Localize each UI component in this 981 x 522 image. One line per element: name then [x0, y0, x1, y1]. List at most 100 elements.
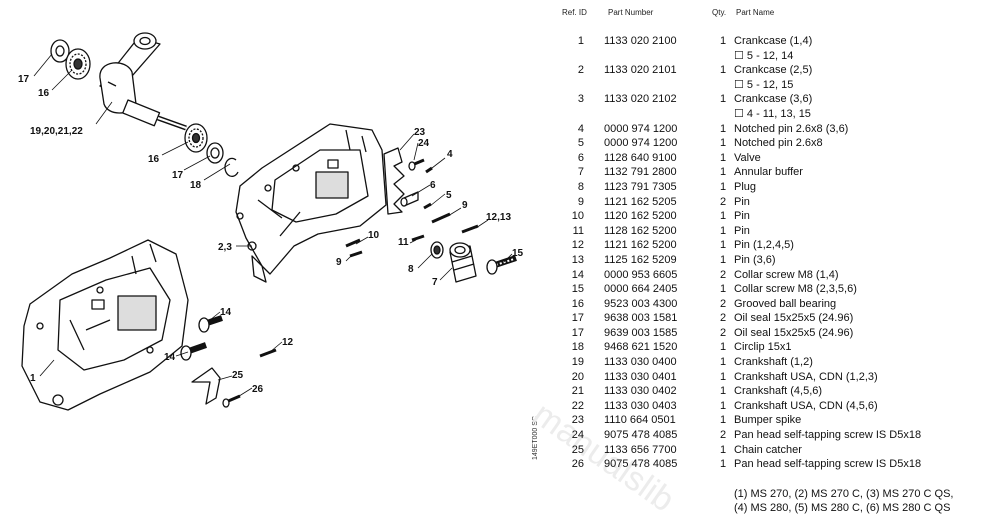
- callout-10: 10: [368, 230, 380, 241]
- part-name: Chain catcher: [734, 443, 802, 456]
- callout-17-lower: 17: [172, 170, 184, 181]
- pin-11-drawing: [411, 234, 425, 242]
- part-qty: 1: [719, 370, 727, 383]
- part-number: 1121 162 5200: [604, 239, 677, 252]
- part-number: 1128 162 5200: [604, 224, 677, 237]
- part-qty: 1: [719, 356, 727, 369]
- callout-16-top: 16: [38, 88, 50, 99]
- part-name: Oil seal 15x25x5 (24.96): [734, 326, 854, 339]
- part-qty: 2: [719, 312, 727, 325]
- callout-6: 6: [430, 180, 436, 191]
- callout-5: 5: [446, 190, 452, 201]
- footnote-line-2: (4) MS 280, (5) MS 280 C, (6) MS 280 C Q…: [734, 502, 951, 514]
- part-ref-id: 3: [577, 93, 584, 106]
- callout-24: 24: [418, 138, 430, 149]
- part-qty: 1: [719, 224, 727, 237]
- part-ref-id: 4: [577, 122, 584, 135]
- part-ref-id: 8: [577, 180, 584, 193]
- part-number: 9468 621 1520: [604, 341, 678, 354]
- callout-17-top: 17: [18, 74, 30, 85]
- part-number: 1110 664 0501: [604, 414, 676, 427]
- part-name: Annular buffer: [734, 166, 803, 179]
- part-name: Crankshaft (1,2): [734, 356, 813, 369]
- part-number: 0000 664 2405: [604, 283, 678, 296]
- part-qty: 1: [719, 122, 727, 135]
- part-number: 0000 953 6605: [604, 268, 678, 281]
- part-ref-id: 2: [577, 64, 584, 77]
- plug-drawing: [430, 241, 444, 259]
- ball-bearing-top-drawing: [65, 48, 91, 80]
- part-ref-id: 6: [577, 151, 584, 164]
- part-name: Circlip 15x1: [734, 341, 792, 354]
- part-ref-id: 26: [571, 458, 584, 471]
- figure-code: 149ET000 SC: [532, 416, 539, 460]
- part-qty: 2: [719, 268, 727, 281]
- callout-19-22: 19,20,21,22: [30, 126, 83, 137]
- part-ref-id: 16: [571, 297, 584, 310]
- part-qty: 1: [719, 414, 727, 427]
- part-name: Crankcase (2,5): [734, 64, 813, 77]
- part-qty: 2: [719, 429, 727, 442]
- part-qty: 1: [719, 93, 727, 106]
- part-qty: 2: [719, 195, 727, 208]
- part-ref-id: 23: [571, 414, 584, 427]
- part-name: Pan head self-tapping screw IS D5x18: [734, 429, 922, 442]
- part-number: 9639 003 1585: [604, 326, 678, 339]
- part-number: 9075 478 4085: [604, 458, 678, 471]
- part-name: Crankcase (1,4): [734, 35, 813, 47]
- callout-25: 25: [232, 370, 244, 381]
- parts-row-note: ☐ 5 - 12, 14: [556, 49, 976, 64]
- part-ref-id: 21: [571, 385, 584, 398]
- part-number: 1125 162 5209: [604, 253, 677, 266]
- part-name: Pin: [734, 195, 750, 208]
- part-ref-id: 18: [571, 341, 584, 354]
- part-number: 1133 030 0401: [604, 370, 677, 383]
- part-qty: 1: [719, 239, 727, 252]
- callout-15: 15: [512, 248, 524, 259]
- part-ref-id: 17: [571, 312, 584, 325]
- part-name: Pin: [734, 210, 750, 223]
- part-name: Pin (3,6): [734, 253, 776, 266]
- part-number: 9638 003 1581: [604, 312, 678, 325]
- part-qty: 1: [719, 253, 727, 266]
- part-qty: 1: [719, 341, 727, 354]
- leader-lines: [33, 53, 513, 399]
- part-ref-id: 15: [571, 283, 584, 296]
- pin-9-upper-drawing: [431, 212, 451, 224]
- crankshaft-drawing: [99, 32, 187, 131]
- callout-12-lower: 12: [282, 337, 294, 348]
- part-name: Pan head self-tapping screw IS D5x18: [734, 458, 922, 471]
- callout-4: 4: [447, 149, 453, 160]
- circlip-drawing: [224, 157, 239, 178]
- part-number: 0000 974 1200: [604, 122, 678, 135]
- callout-8: 8: [408, 264, 414, 275]
- part-ref-id: 19: [571, 356, 584, 369]
- footnote-line-1: (1) MS 270, (2) MS 270 C, (3) MS 270 C Q…: [734, 488, 954, 500]
- valve-drawing: [400, 191, 419, 207]
- callout-18: 18: [190, 180, 202, 191]
- parts-row-note: ☐ 4 - 11, 13, 15: [556, 107, 976, 122]
- part-number: 1120 162 5200: [604, 210, 677, 223]
- part-number: 0000 974 1200: [604, 137, 678, 150]
- part-number: 1121 162 5205: [604, 195, 677, 208]
- part-name: Valve: [734, 151, 761, 164]
- part-applicability-note: ☐ 5 - 12, 15: [734, 78, 794, 91]
- header-part-number: Part Number: [608, 8, 654, 17]
- part-name: Crankshaft USA, CDN (1,2,3): [734, 370, 878, 383]
- part-qty: 2: [719, 326, 727, 339]
- callout-2-3: 2,3: [218, 242, 232, 253]
- oil-seal-top-drawing: [50, 39, 70, 63]
- part-ref-id: 5: [577, 137, 584, 150]
- part-name: Pin (1,2,4,5): [734, 239, 794, 252]
- part-name: Plug: [734, 180, 757, 193]
